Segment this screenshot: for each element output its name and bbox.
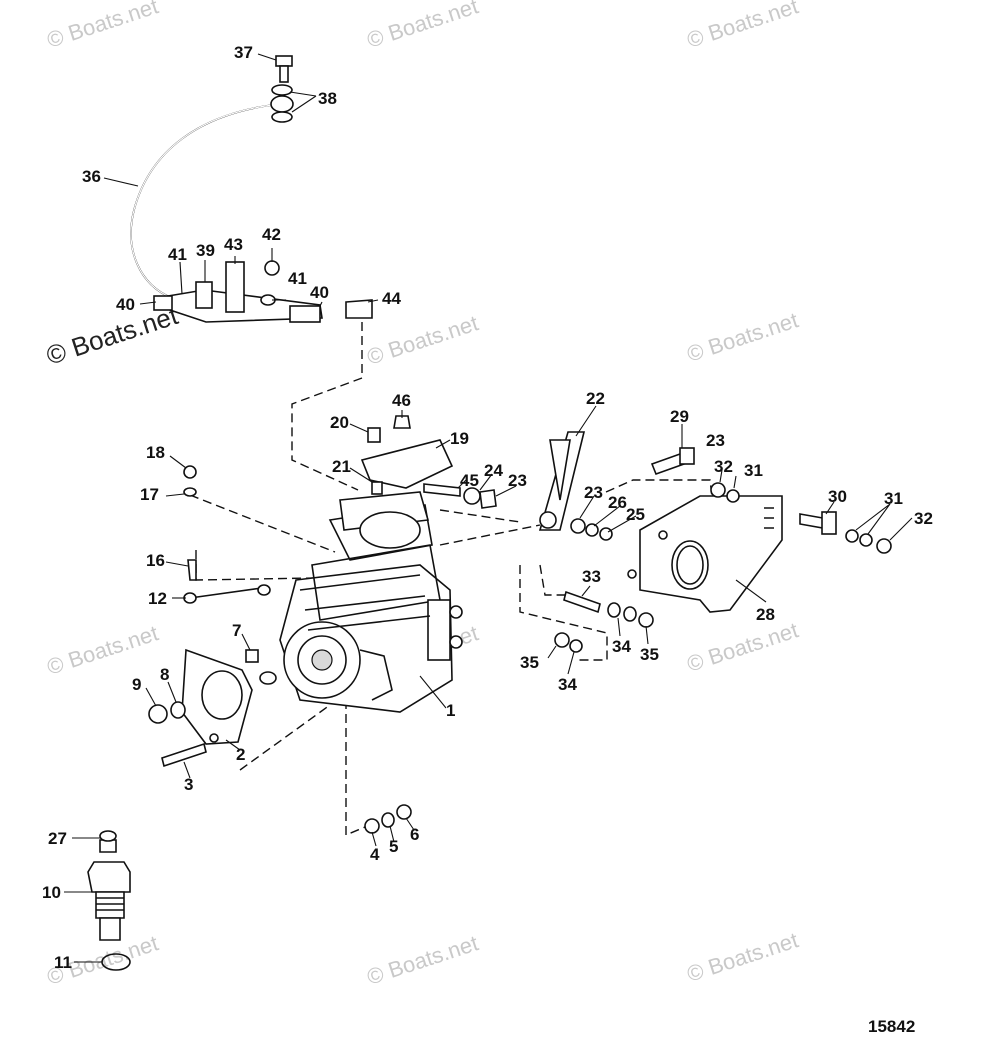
watermark: © Boats.net [684, 0, 801, 53]
callout: 1 [446, 701, 455, 720]
callout: 23 [706, 431, 725, 450]
callout: 29 [670, 407, 689, 426]
callout: 41 [168, 245, 187, 264]
watermark: © Boats.net [684, 617, 801, 676]
callout: 28 [756, 605, 775, 624]
callout: 36 [82, 167, 101, 186]
callout: 31 [744, 461, 763, 480]
pump-gasket [181, 648, 277, 745]
leader-lines [64, 53, 913, 963]
throttle-lever [538, 431, 613, 541]
callout: 40 [310, 283, 329, 302]
callout: 9 [132, 675, 141, 694]
bolt-and-nuts-right [710, 482, 892, 554]
callout: 20 [330, 413, 349, 432]
callout: 38 [318, 89, 337, 108]
nuts-washers [148, 649, 412, 834]
link-rod [183, 559, 271, 604]
callout: 44 [382, 289, 401, 308]
callout-labels: 1 2 3 4 5 6 7 8 9 10 11 12 16 17 18 19 2… [42, 43, 933, 972]
callout: 31 [884, 489, 903, 508]
callout: 6 [410, 825, 419, 844]
banjo-bolt [270, 55, 294, 123]
callout: 16 [146, 551, 165, 570]
callout: 32 [714, 457, 733, 476]
callout: 35 [520, 653, 539, 672]
stud-nuts-center [554, 590, 654, 653]
bolt [650, 447, 695, 476]
callout: 4 [370, 845, 380, 864]
callout: 3 [184, 775, 193, 794]
callout: 25 [626, 505, 645, 524]
small-clips [183, 465, 197, 497]
callout: 39 [196, 241, 215, 260]
callout: 23 [584, 483, 603, 502]
injection-pump [279, 491, 463, 713]
callout: 41 [288, 269, 307, 288]
throttle-bracket [360, 415, 497, 509]
watermark: © Boats.net [684, 307, 801, 366]
callout: 34 [612, 637, 631, 656]
callout: 7 [232, 621, 241, 640]
callout: 12 [148, 589, 167, 608]
assembly-dash-lines [189, 322, 713, 837]
callout: 18 [146, 443, 165, 462]
callout: 35 [640, 645, 659, 664]
watermark: © Boats.net [364, 310, 481, 369]
callout: 19 [450, 429, 469, 448]
watermark: © Boats.net [684, 927, 801, 986]
callout: 21 [332, 457, 351, 476]
callout: 30 [828, 487, 847, 506]
figure-number: 15842 [868, 1017, 915, 1036]
callout: 23 [508, 471, 527, 490]
callout: 11 [54, 953, 72, 972]
callout: 2 [236, 745, 245, 764]
callout: 45 [460, 471, 479, 490]
callout: 5 [389, 837, 398, 856]
stud [161, 742, 207, 768]
callout: 40 [116, 295, 135, 314]
mounting-plate [627, 495, 783, 613]
callout: 33 [582, 567, 601, 586]
callout: 42 [262, 225, 281, 244]
callout: 26 [608, 493, 627, 512]
callout: 32 [914, 509, 933, 528]
callout: 17 [140, 485, 159, 504]
callout: 22 [586, 389, 605, 408]
callout: 34 [558, 675, 577, 694]
callout: 10 [42, 883, 61, 902]
callout: 43 [224, 235, 243, 254]
watermark: © Boats.net [364, 0, 481, 53]
callout: 46 [392, 391, 411, 410]
callout: 24 [484, 461, 503, 480]
fuel-manifold [153, 260, 373, 323]
callout: 8 [160, 665, 169, 684]
callout: 27 [48, 829, 67, 848]
callout: 37 [234, 43, 253, 62]
watermark: © Boats.net [44, 0, 161, 53]
watermark: © Boats.net [44, 620, 161, 679]
watermark: © Boats.net [364, 930, 481, 989]
fuel-return-line [130, 104, 273, 299]
